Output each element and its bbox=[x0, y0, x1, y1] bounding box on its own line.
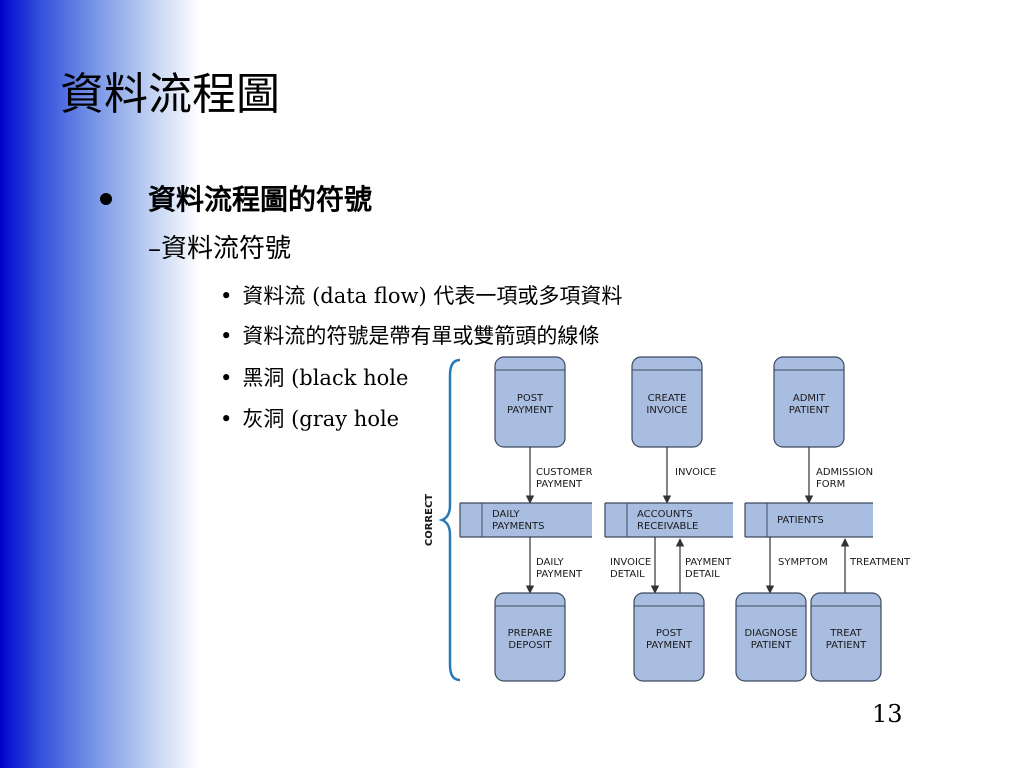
process-label: PAYMENT bbox=[646, 640, 693, 651]
data-store bbox=[745, 503, 873, 537]
bullet-dot: • bbox=[220, 284, 233, 308]
bullet-dot: • bbox=[220, 407, 233, 431]
flow-label: PAYMENT bbox=[536, 479, 583, 490]
data-store-label: PAYMENTS bbox=[492, 521, 544, 532]
process-label: DIAGNOSE bbox=[744, 628, 797, 639]
flow-label: ADMISSION bbox=[816, 467, 873, 478]
process-label: INVOICE bbox=[646, 405, 687, 416]
process-box bbox=[735, 592, 807, 682]
data-store-label: ACCOUNTS bbox=[637, 509, 693, 520]
process-box bbox=[810, 592, 882, 682]
list-item-text: 資料流 (data flow) 代表一項或多項資料 bbox=[242, 284, 623, 308]
flow-label: PAYMENT bbox=[685, 557, 732, 568]
process-label: CREATE bbox=[648, 393, 687, 404]
data-store bbox=[605, 503, 733, 537]
list-item-text: 資料流的符號是帶有單或雙箭頭的線條 bbox=[242, 324, 600, 348]
bullet-dot: • bbox=[220, 366, 233, 390]
flow-label: INVOICE bbox=[610, 557, 651, 568]
page-number: 13 bbox=[872, 700, 903, 728]
brace bbox=[438, 358, 461, 682]
flow-label: FORM bbox=[816, 479, 845, 490]
bullet-dot bbox=[100, 192, 112, 205]
process-label: PATIENT bbox=[751, 640, 792, 651]
process-label: DEPOSIT bbox=[508, 640, 552, 651]
side-gradient-bar bbox=[0, 0, 200, 768]
process-label: PATIENT bbox=[826, 640, 867, 651]
process-label: PREPARE bbox=[508, 628, 553, 639]
flow-label: DETAIL bbox=[610, 569, 645, 580]
list-item: • 資料流 (data flow) 代表一項或多項資料 bbox=[220, 280, 622, 310]
bullet-dot: • bbox=[220, 324, 233, 348]
data-store-label: PATIENTS bbox=[777, 515, 824, 526]
list-item: • 資料流的符號是帶有單或雙箭頭的線條 bbox=[220, 320, 599, 350]
sub-bullet: –資料流符號 bbox=[148, 234, 292, 264]
flow-label: DAILY bbox=[536, 557, 565, 568]
flow-label: CUSTOMER bbox=[536, 467, 593, 478]
slide-title: 資料流程圖 bbox=[60, 69, 280, 120]
process-box bbox=[633, 592, 705, 682]
process-label: PAYMENT bbox=[507, 405, 554, 416]
process-label: POST bbox=[517, 393, 544, 404]
data-flow-diagram: CORRECTPOSTPAYMENTCREATEINVOICEADMITPATI… bbox=[424, 356, 911, 682]
flow-label: SYMPTOM bbox=[778, 557, 828, 568]
flow-label: PAYMENT bbox=[536, 569, 583, 580]
side-label: CORRECT bbox=[424, 494, 435, 546]
list-item-text: 灰洞 (gray hole bbox=[242, 407, 400, 431]
data-store-label: DAILY bbox=[492, 509, 521, 520]
process-label: POST bbox=[656, 628, 683, 639]
bullet-symbols: 資料流程圖的符號 bbox=[100, 178, 372, 218]
flow-label: TREATMENT bbox=[849, 557, 911, 568]
data-store-label: RECEIVABLE bbox=[637, 521, 698, 532]
list-item: • 灰洞 (gray hole bbox=[220, 403, 399, 433]
list-item: • 黑洞 (black hole bbox=[220, 362, 408, 392]
process-label: PATIENT bbox=[789, 405, 830, 416]
flow-label: DETAIL bbox=[685, 569, 720, 580]
bullet-text: 資料流程圖的符號 bbox=[148, 183, 373, 216]
process-label: TREAT bbox=[829, 628, 862, 639]
process-box bbox=[494, 592, 566, 682]
process-label: ADMIT bbox=[793, 393, 826, 404]
list-item-text: 黑洞 (black hole bbox=[242, 366, 409, 390]
flow-label: INVOICE bbox=[675, 467, 716, 478]
